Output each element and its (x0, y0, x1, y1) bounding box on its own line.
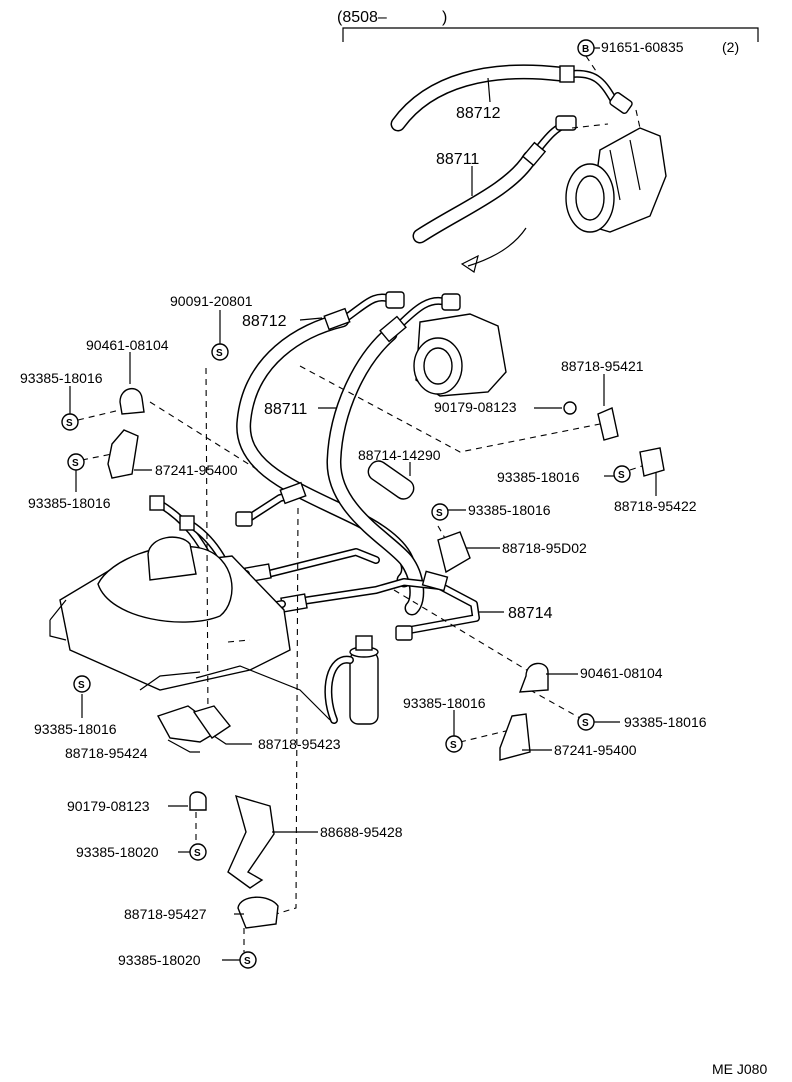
label-93385-18016-e: 93385-18016 (624, 714, 707, 730)
label-88718-95424: 88718-95424 (65, 745, 148, 761)
svg-text:S: S (450, 740, 457, 751)
symbol-b-icon: B (577, 39, 595, 57)
header-bracket: (8508– ) (337, 9, 759, 42)
label-88688-95428: 88688-95428 (320, 824, 403, 840)
fitting-icon-f (179, 515, 195, 531)
small-parts (107, 388, 665, 929)
header-range: (8508– (337, 9, 387, 26)
symbol-s-icon-1: S (211, 343, 229, 361)
coupling-icon-d (421, 570, 449, 592)
symbol-s-icon-6: S (73, 675, 91, 693)
label-93385-18016-a: 93385-18016 (20, 370, 103, 386)
label-88718-95421: 88718-95421 (561, 358, 644, 374)
label-90091-20801: 90091-20801 (170, 293, 253, 309)
svg-text:S: S (72, 458, 79, 469)
label-93385-18020-b: 93385-18020 (118, 952, 201, 968)
main-hoses (49, 291, 507, 725)
label-91651-60835: 91651-60835 (601, 39, 684, 55)
coupling-icon-f (379, 315, 407, 343)
hose-nut-icon (609, 92, 633, 114)
symbol-s-icon-10: S (239, 951, 257, 969)
tube-88714-14290-icon (367, 460, 415, 500)
symbol-s-icon-4: S (613, 465, 631, 483)
label-88711-inset: 88711 (436, 151, 479, 168)
receiver-drier-icon (324, 635, 379, 725)
svg-text:S: S (216, 348, 223, 359)
label-88712: 88712 (242, 313, 287, 330)
label-88714-14290: 88714-14290 (358, 447, 441, 463)
coupling-icon-e (323, 307, 351, 331)
label-88718-95D02: 88718-95D02 (502, 540, 587, 556)
clamp-icon-88718-95422 (639, 447, 665, 477)
svg-text:S: S (618, 470, 625, 481)
nut-icon-c (235, 511, 253, 527)
label-93385-18016-c: 93385-18016 (468, 502, 551, 518)
svg-text:S: S (66, 418, 73, 429)
svg-text:S: S (194, 848, 201, 859)
svg-text:B: B (582, 44, 589, 55)
bracket-icon-88688-95428 (227, 794, 275, 889)
label-93385-18020-a: 93385-18020 (76, 844, 159, 860)
svg-text:S: S (78, 680, 85, 691)
symbol-s-icon-3: S (67, 453, 85, 471)
svg-text:S: S (436, 508, 443, 519)
label-93385-18016-g: 93385-18016 (34, 721, 117, 737)
clamp-icon-88718-95421 (597, 407, 619, 441)
label-87241-95400-b: 87241-95400 (554, 742, 637, 758)
hose-fitting-icon (559, 65, 575, 83)
symbol-s-icon-7: S (577, 713, 595, 731)
symbol-s-icon-2: S (61, 413, 79, 431)
label-90179-08123-a: 90179-08123 (434, 399, 517, 415)
diagram-code: ME J080 (712, 1061, 767, 1077)
label-93385-18016-f: 93385-18016 (403, 695, 486, 711)
symbol-s-icon-8: S (445, 735, 463, 753)
label-88718-95422: 88718-95422 (614, 498, 697, 514)
compressor-main-icon (413, 313, 507, 397)
label-88718-95427: 88718-95427 (124, 906, 207, 922)
nut-icon-90179-a (563, 401, 577, 415)
coupling-icon-a (279, 481, 307, 505)
label-90461-08104-b: 90461-08104 (580, 665, 663, 681)
label-90461-08104-a: 90461-08104 (86, 337, 169, 353)
nut-icon-b (441, 293, 461, 311)
hose-nut-icon-2 (555, 115, 577, 131)
clamp-icon-88718-95427 (237, 896, 279, 929)
label-93385-18016-b: 93385-18016 (28, 495, 111, 511)
fitting-icon-e (149, 495, 165, 511)
label-88718-95423: 88718-95423 (258, 736, 341, 752)
label-88711: 88711 (264, 401, 307, 418)
label-leaders (69, 310, 657, 961)
bracket-icon-87241-a (107, 429, 139, 479)
label-93385-18016-d: 93385-18016 (497, 469, 580, 485)
bracket-icon-87241-b (499, 713, 531, 761)
label-88714: 88714 (508, 605, 553, 622)
label-88712-inset: 88712 (456, 105, 501, 122)
clamp-icon-88718-95D02 (437, 531, 471, 574)
label-91651-qty: (2) (722, 39, 739, 55)
symbol-s-icon-9: S (189, 843, 207, 861)
nut-icon-a (385, 291, 405, 309)
dashed-leaders (77, 365, 643, 952)
svg-text:S: S (244, 956, 251, 967)
label-90179-08123-b: 90179-08123 (67, 798, 150, 814)
condenser-icon (49, 536, 291, 691)
svg-text:S: S (582, 718, 589, 729)
symbol-s-icon-5: S (431, 503, 449, 521)
label-87241-95400-a: 87241-95400 (155, 462, 238, 478)
nut-icon-d (395, 625, 413, 641)
nut-icon-90179-b (189, 791, 207, 811)
clamp-icon-90461-b (518, 662, 549, 693)
compressor-icon (565, 127, 667, 233)
clamp-icon-90461-a (119, 388, 145, 415)
header-close: ) (442, 9, 447, 26)
hose-fitting-icon-2 (521, 141, 547, 167)
inset-hoses (390, 64, 667, 273)
clamp-icon-88718-95423 (192, 705, 232, 739)
